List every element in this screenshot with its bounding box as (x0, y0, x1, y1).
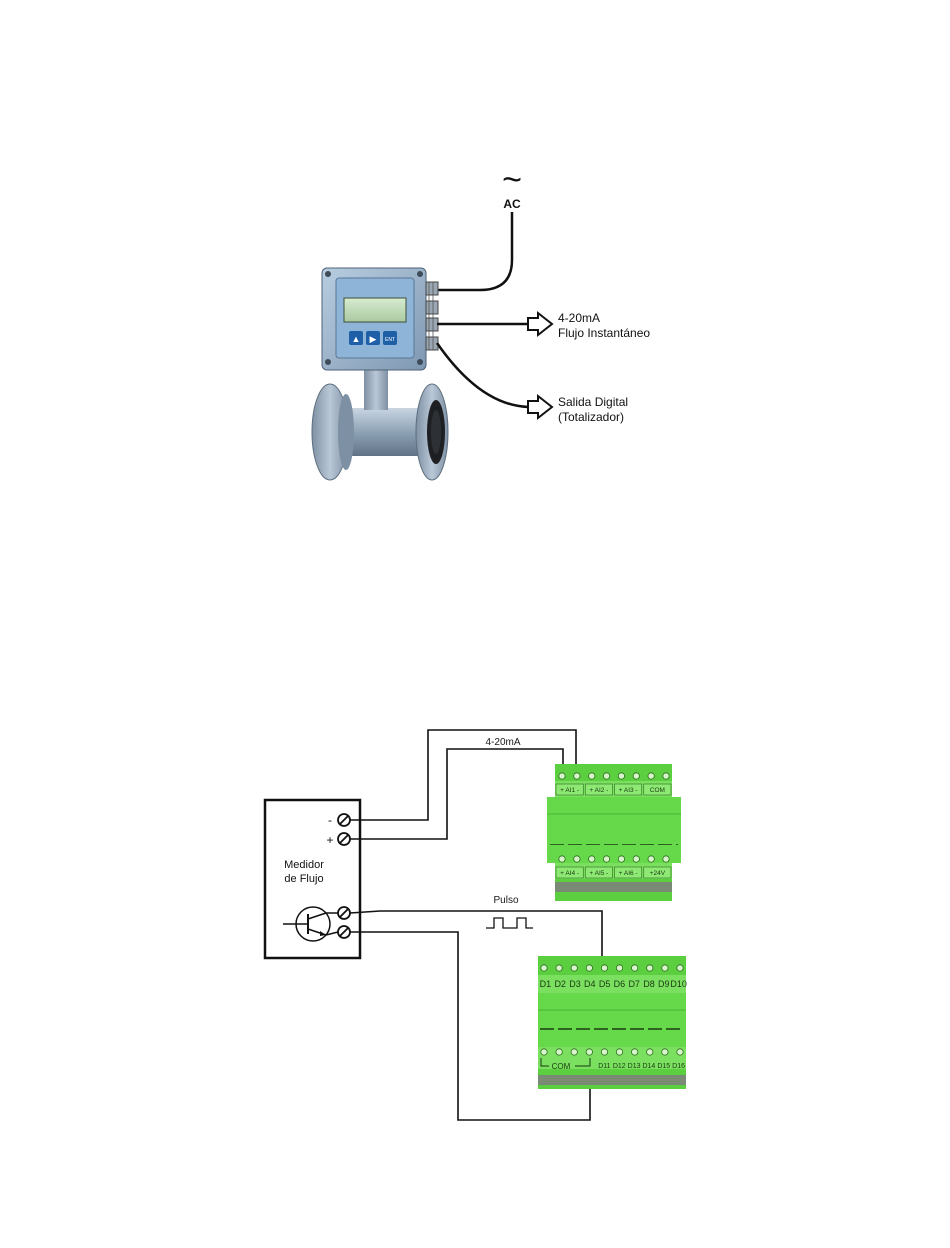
minus-label: - (328, 813, 332, 827)
screw-terminal-minus (338, 814, 350, 826)
digital-com-label: COM (552, 1062, 571, 1071)
digital-bottom-screw (601, 1049, 607, 1055)
digital-bottom-screw (631, 1049, 637, 1055)
digital-top-terminal-label: D8 (643, 979, 655, 989)
up-arrow-icon: ▲ (352, 334, 361, 344)
digital-bottom-terminal-label: D13 (628, 1063, 641, 1070)
analog-top-terminal-label: COM (650, 787, 665, 794)
analog-top-screw (589, 773, 595, 779)
analog-bottom-screw (559, 856, 565, 862)
ac-cable (437, 212, 512, 290)
digital-top-terminal-label: D1 (540, 979, 552, 989)
flow-meter-picture: ▲ ▶ ENT (312, 268, 448, 480)
ac-symbol: ~ (502, 161, 522, 199)
right-arrow-icon: ▶ (370, 334, 377, 344)
bottom-diagram: Medidor de Flujo - + (265, 730, 687, 1120)
analog-output-label-2: Flujo Instantáneo (558, 326, 650, 340)
digital-output-arrow-icon (528, 396, 552, 418)
digital-top-terminal-label: D10 (670, 979, 687, 989)
analog-bottom-terminal-label: + AI5 - (589, 870, 608, 877)
digital-bottom-screw (586, 1049, 592, 1055)
meter-label-2: de Flujo (284, 873, 323, 885)
digital-top-terminal-label: D9 (658, 979, 670, 989)
pulse-wire-label: Pulso (493, 895, 518, 906)
digital-top-terminal-label: D6 (614, 979, 626, 989)
analog-bottom-terminal-label: + AI6 - (619, 870, 638, 877)
digital-top-screw (571, 965, 577, 971)
digital-top-terminal-label: D7 (628, 979, 640, 989)
digital-bottom-screw (677, 1049, 683, 1055)
digital-bottom-terminal-label: D11 (598, 1063, 610, 1070)
ac-label: AC (503, 197, 521, 211)
screw-terminal-plus (338, 833, 350, 845)
wire-plus (350, 749, 563, 839)
digital-top-screw (586, 965, 592, 971)
digital-bottom-terminal-label: D16 (672, 1063, 685, 1070)
screw-terminal-pulse-2 (338, 926, 350, 938)
analog-top-screw (574, 773, 580, 779)
digital-bottom-screw (556, 1049, 562, 1055)
digital-bottom-terminal-label: D14 (642, 1063, 655, 1070)
analog-bottom-terminal-label: + AI4 - (560, 870, 579, 877)
screw-terminal-pulse-1 (338, 907, 350, 919)
digital-top-screw (631, 965, 637, 971)
digital-top-screw (541, 965, 547, 971)
digital-top-terminal-label: D2 (554, 979, 566, 989)
analog-wire-label: 4-20mA (485, 737, 520, 748)
digital-bottom-terminal-label: D12 (613, 1063, 626, 1070)
top-diagram: ~ AC ▲ (312, 161, 650, 480)
digital-top-terminal-label: D3 (569, 979, 581, 989)
analog-bottom-terminal-label: +24V (650, 870, 666, 877)
digital-output-label-1: Salida Digital (558, 395, 628, 409)
digital-bottom-screw (647, 1049, 653, 1055)
analog-bottom-screw (603, 856, 609, 862)
analog-top-screw (618, 773, 624, 779)
digital-top-screw (662, 965, 668, 971)
meter-label-1: Medidor (284, 859, 324, 871)
digital-output-cable (437, 343, 528, 407)
digital-top-screw (677, 965, 683, 971)
enter-key-label: ENT (385, 337, 395, 343)
digital-bottom-screw (616, 1049, 622, 1055)
digital-top-screw (647, 965, 653, 971)
analog-bottom-screw (648, 856, 654, 862)
analog-top-screw (663, 773, 669, 779)
digital-bottom-screw (571, 1049, 577, 1055)
analog-bottom-screw (589, 856, 595, 862)
analog-top-terminal-label: + AI1 - (560, 787, 579, 794)
analog-top-terminal-label: + AI2 - (589, 787, 608, 794)
analog-bottom-screw (633, 856, 639, 862)
wire-minus (350, 730, 576, 820)
analog-bottom-screw (663, 856, 669, 862)
analog-output-arrow-icon (528, 313, 552, 335)
digital-top-screw (616, 965, 622, 971)
analog-top-screw (633, 773, 639, 779)
analog-top-screw (559, 773, 565, 779)
analog-top-terminal-label: + AI3 - (619, 787, 638, 794)
pulse-waveform-icon (486, 918, 533, 928)
digital-bottom-screw (662, 1049, 668, 1055)
digital-bottom-terminal-label: D15 (657, 1063, 670, 1070)
wire-pulse-signal (350, 911, 602, 962)
digital-top-screw (601, 965, 607, 971)
analog-top-screw (648, 773, 654, 779)
analog-top-screw (603, 773, 609, 779)
digital-top-screw (556, 965, 562, 971)
digital-top-terminal-label: D5 (599, 979, 611, 989)
analog-bottom-screw (618, 856, 624, 862)
digital-top-terminal-label: D4 (584, 979, 596, 989)
digital-bottom-screw (541, 1049, 547, 1055)
analog-output-label-1: 4-20mA (558, 311, 600, 325)
plus-label: + (326, 833, 333, 847)
digital-output-label-2: (Totalizador) (558, 410, 624, 424)
analog-bottom-screw (574, 856, 580, 862)
